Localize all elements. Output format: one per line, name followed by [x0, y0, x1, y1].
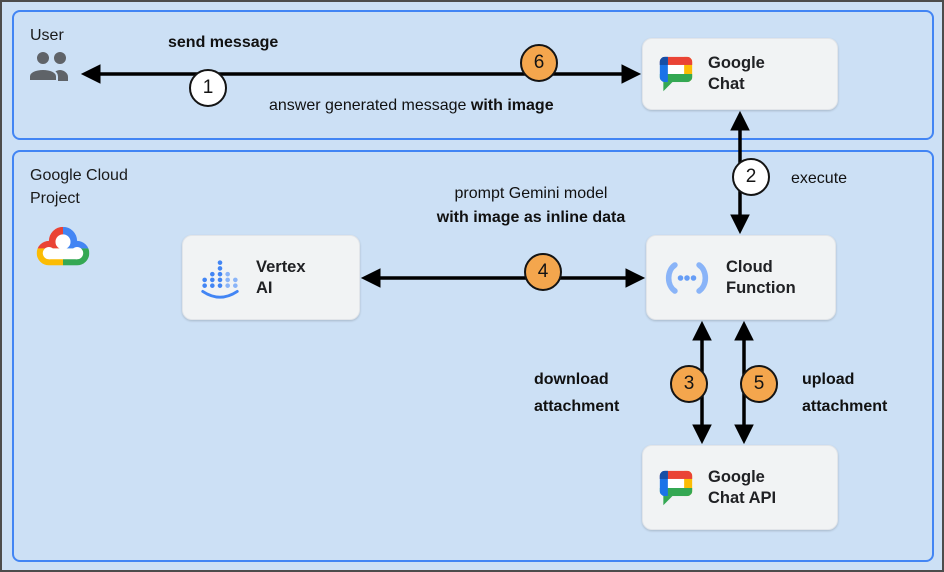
- label-answer-message: answer generated message with image: [269, 94, 554, 118]
- label-download-line1: download: [534, 371, 609, 388]
- google-chat-logo: [657, 55, 695, 93]
- label-prompt-line2: with image as inline data: [436, 209, 626, 226]
- label-download-line2: attachment: [534, 398, 620, 415]
- node-label: Google Chat API: [708, 467, 776, 509]
- node-label-line1: Google: [708, 54, 765, 72]
- people-icon: [28, 48, 76, 89]
- node-label-line1: Vertex: [256, 257, 306, 276]
- node-cloud-function: Cloud Function: [646, 235, 836, 320]
- node-label: Cloud Function: [726, 257, 796, 299]
- vertex-ai-icon: [197, 255, 243, 301]
- label-answer-normal: answer generated message: [269, 97, 471, 114]
- node-label-line2: Chat: [708, 75, 745, 93]
- step-circle-2: 2: [732, 158, 770, 196]
- cloud-functions-icon: [661, 260, 713, 296]
- user-panel: [12, 10, 934, 140]
- node-label-line1: Cloud: [726, 257, 773, 276]
- google-cloud-project-panel: [12, 150, 934, 562]
- google-chat-logo: [657, 469, 695, 507]
- cloud-panel-title-line1: Google Cloud: [30, 167, 128, 184]
- node-label: Vertex AI: [256, 257, 306, 299]
- label-execute: execute: [791, 170, 848, 187]
- label-upload-attachment: upload attachment: [802, 366, 887, 420]
- label-upload-line2: attachment: [802, 398, 888, 415]
- node-label-line1: Google: [708, 467, 765, 486]
- label-send-message: send message: [168, 34, 279, 51]
- step-circle-1: 1: [189, 69, 227, 107]
- step-circle-4: 4: [524, 253, 562, 291]
- label-answer-bold: with image: [470, 97, 554, 114]
- step-circle-5: 5: [740, 365, 778, 403]
- node-label-line2: AI: [256, 278, 273, 297]
- label-prompt-line1: prompt Gemini model: [454, 185, 608, 202]
- node-google-chat-api: Google Chat API: [642, 445, 838, 530]
- node-google-chat: Google Chat: [642, 38, 838, 110]
- node-vertex-ai: Vertex AI: [182, 235, 360, 320]
- step-circle-6: 6: [520, 44, 558, 82]
- label-upload-line1: upload: [802, 371, 855, 388]
- label-prompt-gemini: prompt Gemini model with image as inline…: [400, 182, 662, 230]
- node-label: Google Chat: [708, 53, 765, 95]
- label-download-attachment: download attachment: [534, 366, 619, 420]
- cloud-panel-title: Google Cloud Project: [30, 164, 128, 210]
- node-label-line2: Function: [726, 278, 796, 297]
- step-circle-3: 3: [670, 365, 708, 403]
- user-panel-title: User: [30, 27, 64, 44]
- cloud-panel-title-line2: Project: [30, 190, 80, 207]
- node-label-line2: Chat API: [708, 488, 777, 507]
- google-cloud-logo: [32, 223, 94, 277]
